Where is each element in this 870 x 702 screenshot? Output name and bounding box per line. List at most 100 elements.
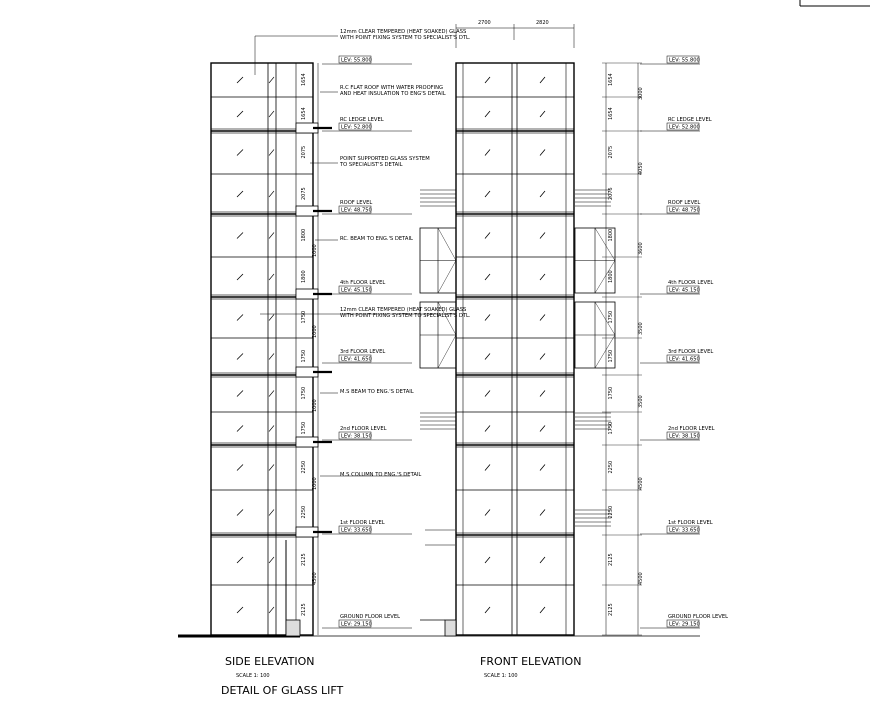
glass-hatch: [539, 509, 546, 516]
front-dim: 2250: [608, 461, 614, 474]
glass-hatch: [539, 232, 546, 239]
glass-hatch: [484, 425, 491, 432]
glass-hatch: [268, 232, 275, 239]
front-dim: 1800: [608, 270, 614, 283]
level-box: [666, 285, 700, 294]
front-dim-outer: 3000: [638, 87, 644, 100]
glass-hatch: [236, 606, 244, 614]
level-name: ROOF LEVEL: [340, 200, 372, 206]
front-dim: 2075: [608, 187, 614, 200]
annotation-text: R.C FLAT ROOF WITH WATER PROOFING: [340, 85, 443, 91]
glass-hatch: [484, 390, 491, 397]
annotation-text: 12mm CLEAR TEMPERED (HEAT SOAKED) GLASS: [340, 307, 466, 313]
annotation-text: RC. BEAM TO ENG.'S DETAIL: [340, 236, 413, 242]
side-dim-outer: 1000: [312, 477, 318, 490]
glass-hatch: [236, 509, 244, 516]
front-dim: 2250: [608, 506, 614, 519]
front-glass-rows: [420, 62, 575, 637]
top-dim-1: 2700: [478, 20, 491, 26]
side-dim: 1800: [301, 270, 307, 283]
side-dim: 1800: [301, 229, 307, 242]
side-dim: 2125: [301, 603, 307, 616]
side-dim-outer: 1000: [312, 325, 318, 338]
front-dim-outer: 4500: [638, 572, 644, 585]
level-value: LEV: 33.650: [341, 528, 372, 534]
glass-hatch: [236, 556, 244, 564]
annotation-text: WITH POINT FIXING SYSTEM TO SPECIALIST'S…: [340, 35, 471, 41]
pit-base: [285, 619, 301, 637]
level-name: 2nd FLOOR LEVEL: [668, 426, 715, 432]
front-dim: 2075: [608, 146, 614, 159]
glass-hatch: [484, 273, 491, 281]
top-dim-2: 2820: [536, 20, 549, 26]
window-opening: [437, 260, 457, 294]
glass-hatch: [236, 464, 244, 471]
front-dim: 1654: [608, 73, 614, 86]
side-dim: 1654: [301, 107, 307, 120]
window-opening: [437, 301, 457, 336]
level-box: [666, 205, 700, 214]
front-elevation-scale: SCALE 1: 100: [484, 673, 518, 679]
glass-hatch: [484, 110, 491, 118]
level-box: [666, 122, 700, 131]
annotation-text: TO SPECIALIST'S DETAIL: [339, 162, 403, 168]
glass-hatch: [539, 353, 546, 360]
level-box: [338, 525, 372, 534]
front-dim-outer: 3500: [638, 322, 644, 335]
glass-hatch: [484, 509, 491, 516]
annotation-text: POINT SUPPORTED GLASS SYSTEM: [340, 156, 430, 162]
floor-slab: [455, 294, 575, 300]
annotation-text: 12mm CLEAR TEMPERED (HEAT SOAKED) GLASS: [340, 29, 466, 35]
level-name: 3rd FLOOR LEVEL: [340, 349, 385, 355]
glass-hatch: [539, 110, 546, 118]
side-elevation: [178, 62, 410, 638]
glass-hatch: [268, 464, 275, 471]
side-dim-outer: 1000: [312, 399, 318, 412]
glass-hatch: [236, 110, 244, 118]
front-dim-outer: 3500: [638, 395, 644, 408]
glass-hatch: [484, 556, 491, 564]
level-value: LEV: 38.150: [341, 434, 372, 440]
level-value: LEV: 48.750: [669, 208, 700, 214]
window-opening: [594, 301, 616, 336]
main-title: DETAIL OF GLASS LIFT: [221, 684, 344, 697]
glass-hatch: [268, 425, 275, 432]
level-value: LEV: 41.650: [669, 357, 700, 363]
side-dim-outer: 4500: [312, 572, 318, 585]
pit-base: [444, 619, 457, 637]
glass-hatch: [268, 390, 275, 397]
glass-hatch: [484, 149, 491, 156]
front-dim: 1654: [608, 107, 614, 120]
level-value: LEV: 29.150: [341, 622, 372, 628]
glass-hatch: [539, 149, 546, 156]
side-dim: 1654: [301, 73, 307, 86]
floor-slab: [455, 372, 575, 378]
level-box: [666, 619, 700, 628]
window-opening: [594, 227, 616, 261]
level-box: [338, 619, 372, 628]
side-dim-outer: 1000: [312, 244, 318, 257]
level-box: [338, 122, 372, 131]
glass-hatch: [539, 425, 546, 432]
level-box: [338, 431, 372, 440]
level-name: GROUND FLOOR LEVEL: [668, 614, 728, 620]
glass-hatch: [268, 353, 275, 360]
glass-hatch: [484, 232, 491, 239]
level-value: LEV: 33.650: [669, 528, 700, 534]
front-dim: 1750: [608, 422, 614, 435]
level-value: LEV: 29.150: [669, 622, 700, 628]
side-elevation-scale: SCALE 1: 100: [236, 673, 270, 679]
glass-hatch: [539, 606, 546, 614]
level-value: LEV: 41.650: [341, 357, 372, 363]
front-dim-outer: 3600: [638, 242, 644, 255]
level-box: [666, 431, 700, 440]
side-dim: 2075: [301, 146, 307, 159]
glass-hatch: [236, 232, 244, 239]
annotation-text: AND HEAT INSULATION TO ENG'S DETAIL: [340, 91, 446, 97]
level-name: 3rd FLOOR LEVEL: [668, 349, 713, 355]
level-value: LEV: 52.800: [669, 125, 700, 131]
glass-hatch: [539, 314, 546, 321]
level-name: 1st FLOOR LEVEL: [668, 520, 713, 526]
glass-hatch: [484, 190, 491, 198]
